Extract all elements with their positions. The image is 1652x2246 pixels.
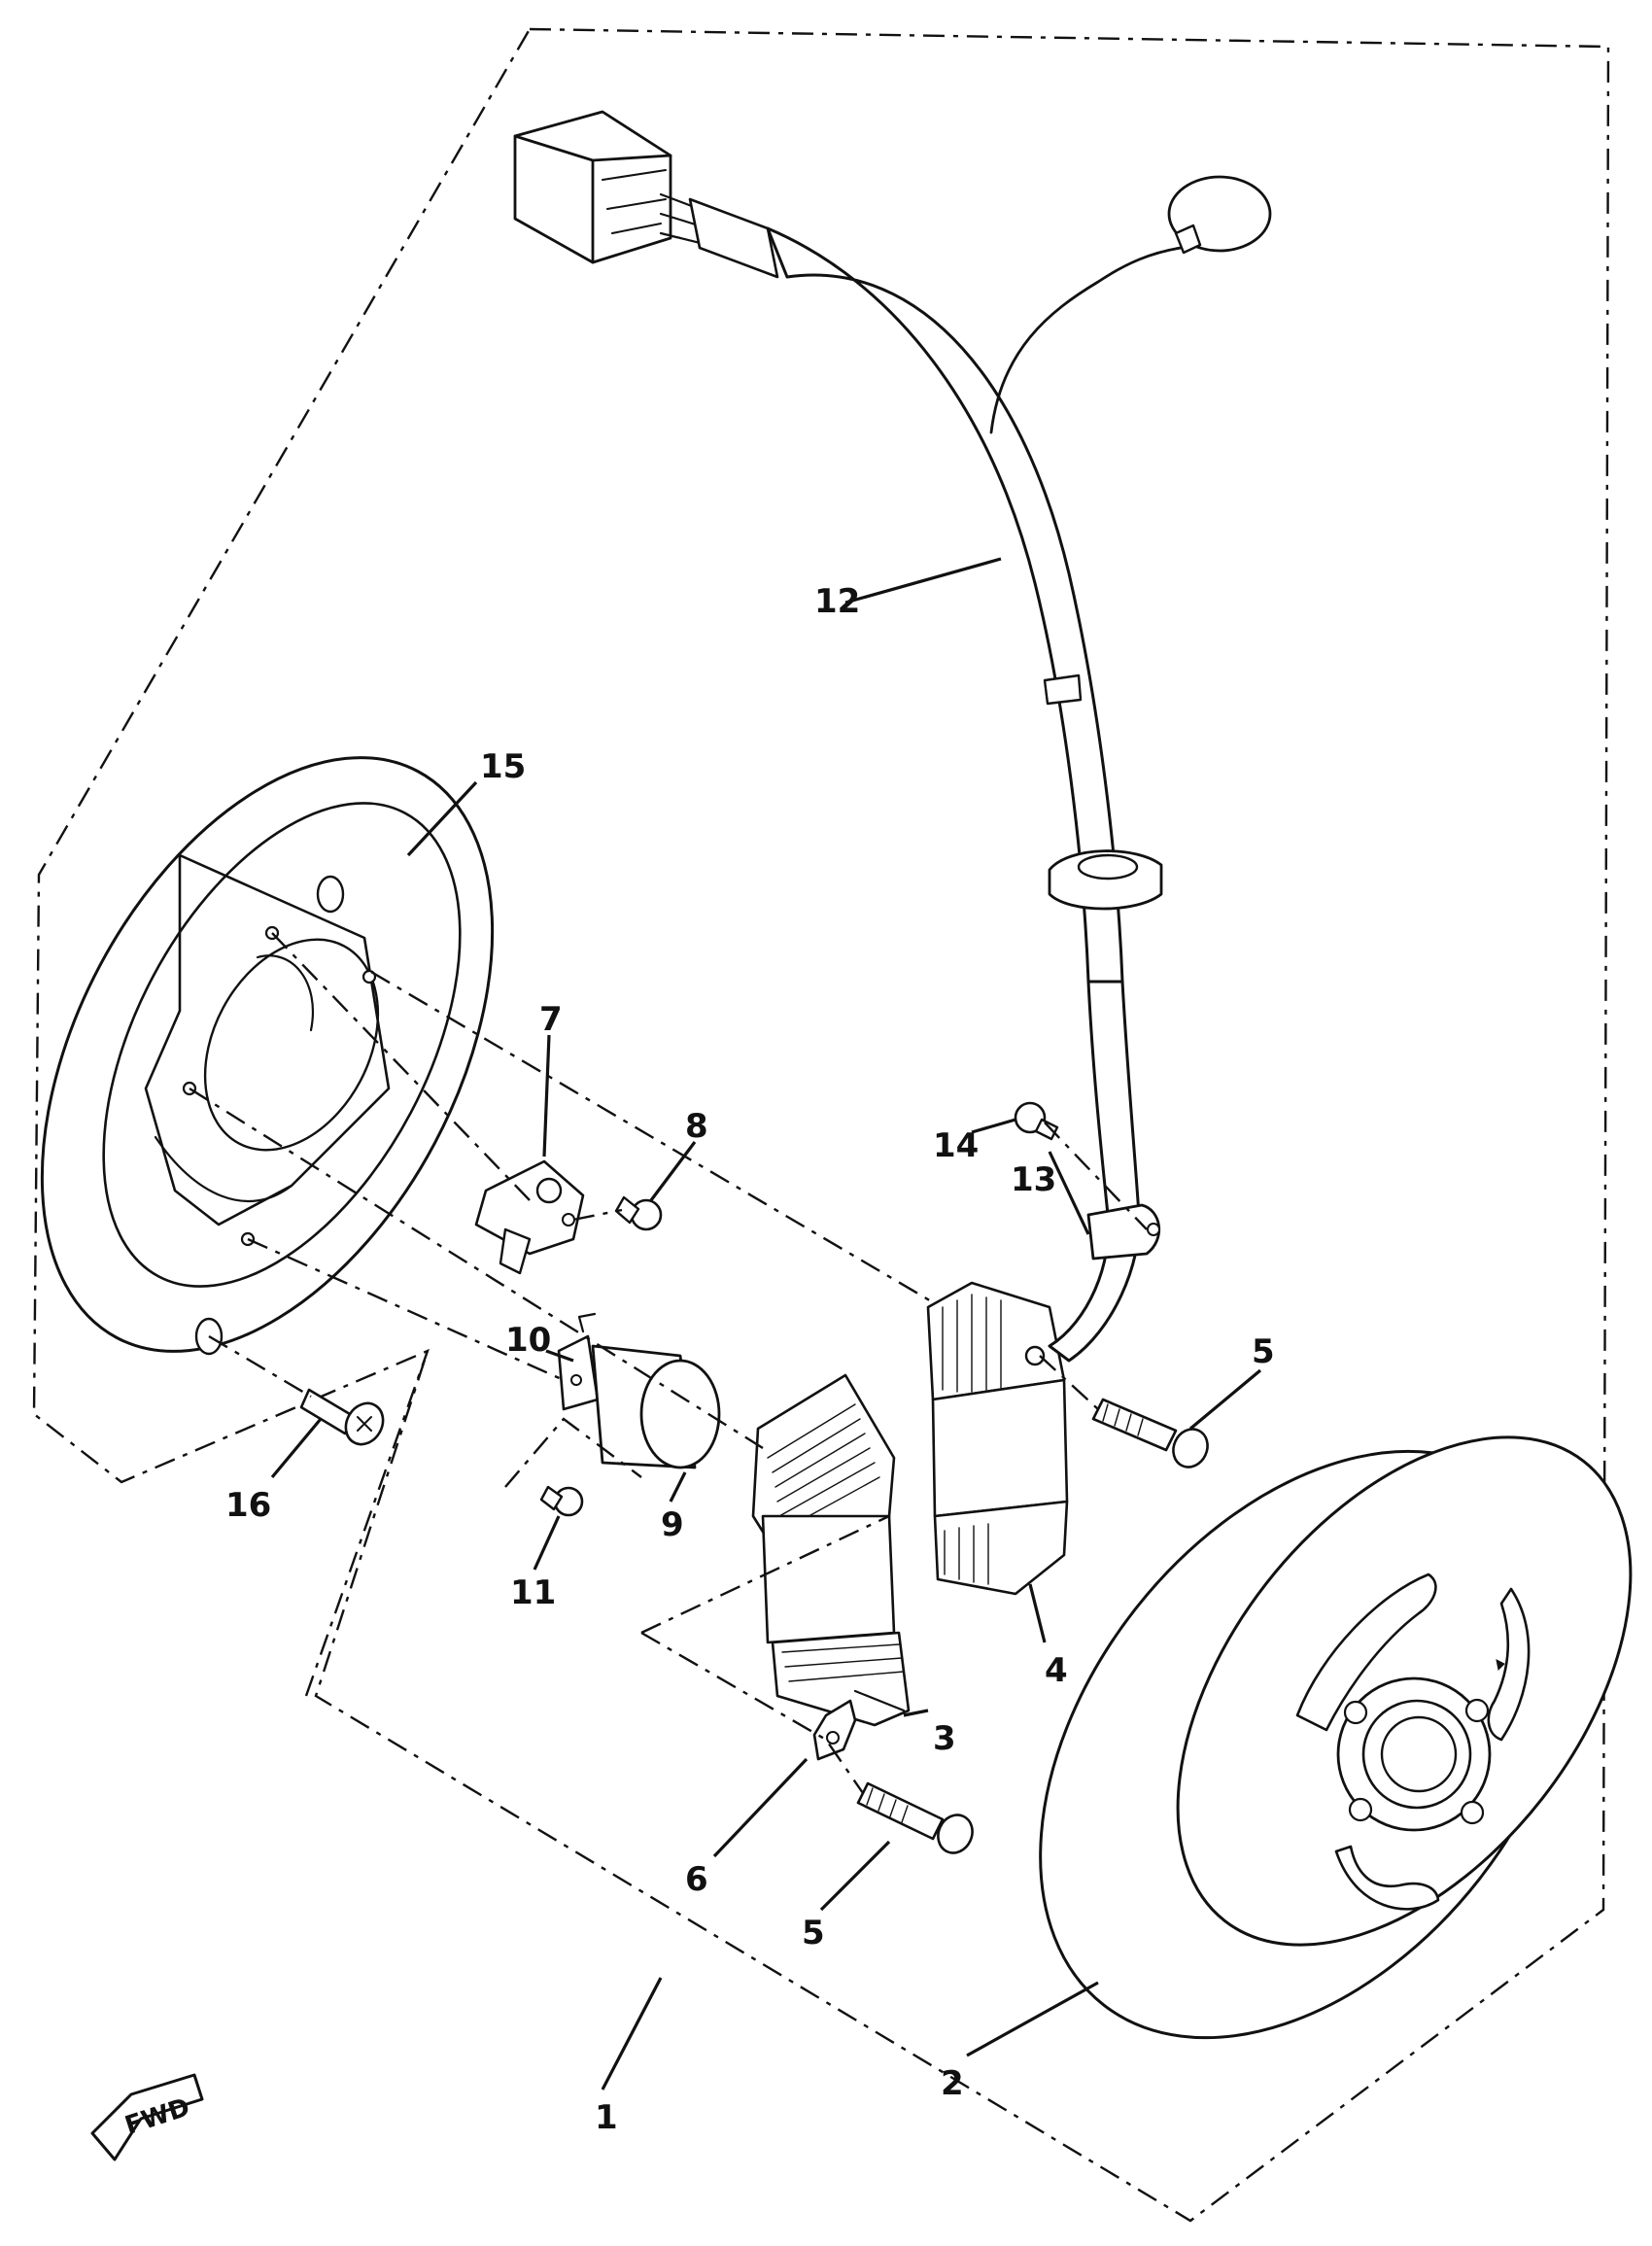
callout-7: 7 xyxy=(539,1000,563,1039)
callout-15: 15 xyxy=(480,747,526,786)
callout-13: 13 xyxy=(1011,1160,1056,1199)
callout-5-upper: 5 xyxy=(1252,1332,1275,1371)
callout-9: 9 xyxy=(661,1505,684,1544)
callout-14: 14 xyxy=(933,1126,979,1165)
condenser xyxy=(557,1312,721,1469)
callout-8: 8 xyxy=(685,1107,708,1146)
callout-2: 2 xyxy=(941,2064,964,2103)
source-coil xyxy=(751,1373,911,1727)
callout-6: 6 xyxy=(685,1860,708,1899)
condenser-screw xyxy=(539,1485,584,1517)
coil-bolt-lower xyxy=(856,1781,974,1854)
callout-labels: 15 12 7 8 14 13 5 10 9 11 4 3 16 6 5 2 1 xyxy=(225,582,1275,2137)
callout-5-lower: 5 xyxy=(802,1914,825,1952)
callout-4: 4 xyxy=(1045,1651,1068,1690)
leader-lines xyxy=(270,557,1262,2091)
contact-breaker-points xyxy=(474,1159,585,1275)
coil-bolt-upper xyxy=(1091,1398,1209,1469)
callout-12: 12 xyxy=(814,582,860,621)
forward-direction-arrow: FWD xyxy=(90,2073,204,2161)
mounting-screw xyxy=(299,1388,385,1446)
callout-11: 11 xyxy=(510,1573,556,1612)
callout-1: 1 xyxy=(595,2098,618,2137)
breaker-screw xyxy=(614,1195,663,1231)
callout-10: 10 xyxy=(505,1321,551,1360)
harness-clamp xyxy=(1086,1203,1161,1261)
assembly-boundary xyxy=(32,27,1610,2223)
wire-harness xyxy=(513,110,1272,1363)
callout-16: 16 xyxy=(225,1486,271,1525)
coil-plate xyxy=(812,1699,857,1761)
harness-grommet xyxy=(1048,849,1163,911)
alignment-lines xyxy=(189,932,1148,1794)
lighting-coil xyxy=(926,1281,1069,1596)
stator-base-plate xyxy=(40,756,495,1356)
callout-3: 3 xyxy=(933,1719,956,1758)
flywheel-rotor xyxy=(1039,1435,1633,2040)
clamp-screw xyxy=(1014,1101,1059,1141)
